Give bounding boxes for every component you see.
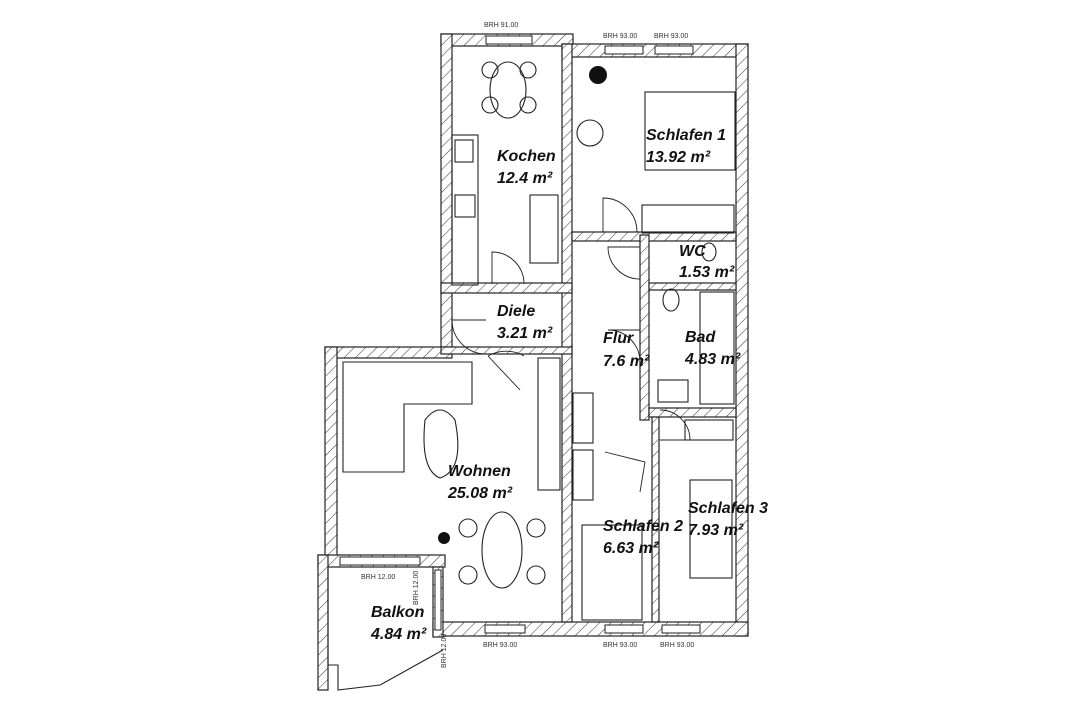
room-name-flur: Flur [603, 330, 634, 347]
balcony-railing [327, 567, 444, 691]
brh-schlafen2-bottom: BRH 93.00 [603, 642, 637, 649]
brh-schlafen1-top-a: BRH 93.00 [603, 33, 637, 40]
coffee-table [423, 409, 459, 479]
room-area-schlafen3: 7.93 m² [688, 522, 744, 539]
sink-icon [454, 194, 476, 218]
wardrobe-schlafen1 [641, 204, 735, 234]
desk-schlafen3 [689, 479, 733, 579]
bathtub-icon [699, 291, 735, 405]
room-name-schlafen1: Schlafen 1 [646, 127, 726, 144]
stove-icon [454, 139, 474, 163]
room-area-wc: 1.53 m² [679, 264, 735, 281]
windows [339, 35, 701, 634]
room-area-schlafen2: 6.63 m² [603, 540, 659, 557]
room-area-balkon: 4.84 m² [370, 626, 427, 643]
brh-schlafen3-bottom: BRH 93.00 [660, 642, 694, 649]
kitchen-counter [451, 134, 479, 286]
brh-balkon-side-b: BRH 12.00 [441, 634, 448, 668]
room-name-kochen: Kochen [497, 148, 556, 165]
plant-icon [589, 66, 607, 84]
doors [451, 197, 691, 493]
brh-balkon-top: BRH 12.00 [361, 574, 395, 581]
room-area-schlafen1: 13.92 m² [646, 149, 711, 166]
brh-wohnen-bottom: BRH 93.00 [483, 642, 517, 649]
bed-schlafen2 [581, 524, 643, 621]
room-area-flur: 7.6 m² [603, 353, 650, 370]
brh-schlafen1-top-b: BRH 93.00 [654, 33, 688, 40]
room-area-wohnen: 25.08 m² [447, 485, 513, 502]
room-area-diele: 3.21 m² [497, 325, 553, 342]
toilet-icon [662, 288, 680, 312]
room-name-schlafen2: Schlafen 2 [603, 518, 683, 535]
wc-toilet-icon [701, 242, 717, 262]
furniture [342, 61, 736, 621]
brh-balkon-side-a: BRH 12.00 [413, 571, 420, 605]
room-name-bad: Bad [685, 329, 716, 346]
room-area-kochen: 12.4 m² [497, 170, 553, 187]
room-name-schlafen3: Schlafen 3 [688, 500, 768, 517]
room-name-wohnen: Wohnen [448, 463, 511, 480]
wardrobe-schlafen3 [684, 419, 734, 441]
shelf-living [537, 357, 561, 491]
bed-schlafen1 [644, 91, 736, 171]
sofa [342, 361, 473, 473]
room-area-bad: 4.83 m² [684, 351, 741, 368]
interior-walls [440, 43, 737, 623]
dining-table-kitchen [489, 61, 527, 119]
room-name-wc: WC [679, 243, 706, 260]
room-name-balkon: Balkon [371, 604, 425, 621]
washbasin-icon [657, 379, 689, 403]
dining-table-living [481, 511, 523, 589]
brh-kitchen-top: BRH 91.00 [484, 22, 518, 29]
room-name-diele: Diele [497, 303, 535, 320]
